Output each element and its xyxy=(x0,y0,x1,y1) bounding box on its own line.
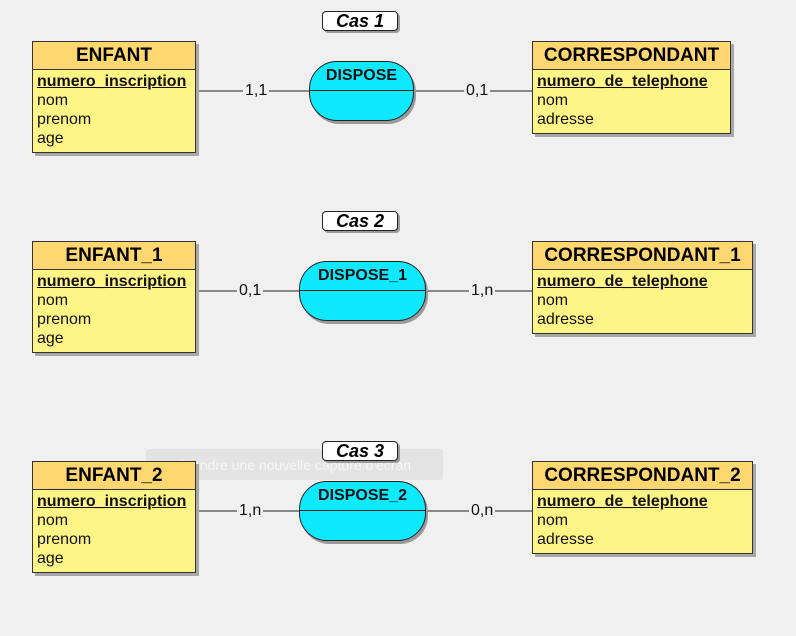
attribute: nom xyxy=(537,512,569,529)
relation-dispose-1[interactable]: DISPOSE_1 xyxy=(299,261,426,321)
cardinality-left: 0,1 xyxy=(237,282,264,300)
attribute: adresse xyxy=(537,111,594,128)
primary-key-attribute: numero_inscription xyxy=(37,493,187,510)
relation-title: DISPOSE xyxy=(310,62,413,91)
relation-title: DISPOSE_2 xyxy=(300,482,425,511)
attribute: nom xyxy=(37,512,69,529)
entity-enfant[interactable]: ENFANT numero_inscription nom prenom age xyxy=(32,41,196,153)
attribute: prenom xyxy=(37,311,92,328)
attribute: prenom xyxy=(37,111,92,128)
attribute: adresse xyxy=(537,311,594,328)
entity-title: ENFANT xyxy=(33,42,195,70)
attribute: age xyxy=(37,550,64,567)
entity-correspondant-2[interactable]: CORRESPONDANT_2 numero_de_telephone nom … xyxy=(532,461,753,554)
entity-enfant-2[interactable]: ENFANT_2 numero_inscription nom prenom a… xyxy=(32,461,196,573)
primary-key-attribute: numero_inscription xyxy=(37,73,187,90)
relation-dispose-2[interactable]: DISPOSE_2 xyxy=(299,481,426,541)
primary-key-attribute: numero_inscription xyxy=(37,273,187,290)
attribute: adresse xyxy=(537,531,594,548)
attribute: age xyxy=(37,130,64,147)
cardinality-left: 1,1 xyxy=(243,82,270,100)
attribute: nom xyxy=(537,292,569,309)
attribute: nom xyxy=(37,292,69,309)
case-1-label: Cas 1 xyxy=(322,11,398,31)
case-3-label: Cas 3 xyxy=(322,441,398,461)
cardinality-right: 0,n xyxy=(469,502,496,520)
entity-correspondant[interactable]: CORRESPONDANT numero_de_telephone nom ad… xyxy=(532,41,731,134)
primary-key-attribute: numero_de_telephone xyxy=(537,493,708,510)
entity-title: CORRESPONDANT xyxy=(533,42,730,70)
case-2-label: Cas 2 xyxy=(322,211,398,231)
entity-correspondant-1[interactable]: CORRESPONDANT_1 numero_de_telephone nom … xyxy=(532,241,753,334)
primary-key-attribute: numero_de_telephone xyxy=(537,73,708,90)
entity-title: CORRESPONDANT_1 xyxy=(533,242,752,270)
entity-enfant-1[interactable]: ENFANT_1 numero_inscription nom prenom a… xyxy=(32,241,196,353)
relation-dispose[interactable]: DISPOSE xyxy=(309,61,414,121)
entity-title: ENFANT_1 xyxy=(33,242,195,270)
entity-title: CORRESPONDANT_2 xyxy=(533,462,752,490)
relation-title: DISPOSE_1 xyxy=(300,262,425,291)
attribute: nom xyxy=(37,92,69,109)
attribute: age xyxy=(37,330,64,347)
cardinality-left: 1,n xyxy=(237,502,264,520)
entity-title: ENFANT_2 xyxy=(33,462,195,490)
cardinality-right: 0,1 xyxy=(464,82,491,100)
attribute: prenom xyxy=(37,531,92,548)
primary-key-attribute: numero_de_telephone xyxy=(537,273,708,290)
cardinality-right: 1,n xyxy=(469,282,496,300)
attribute: nom xyxy=(537,92,569,109)
